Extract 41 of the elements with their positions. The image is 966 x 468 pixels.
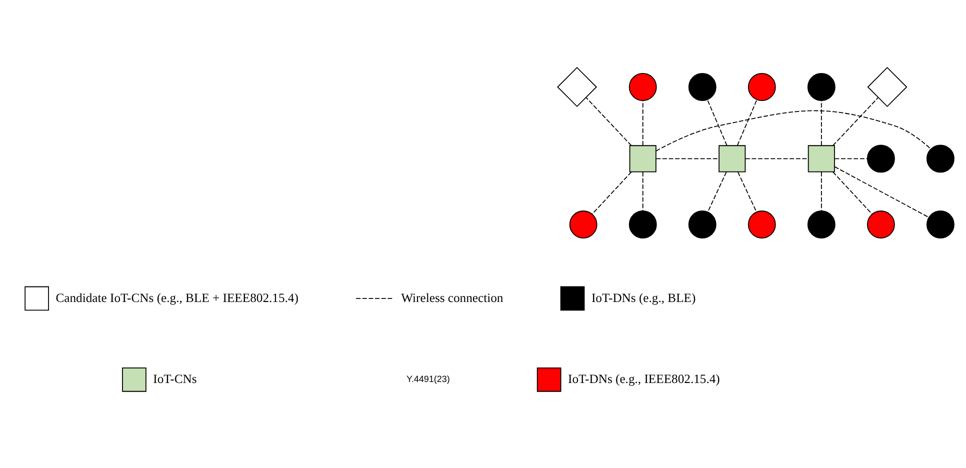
connector <box>832 97 879 146</box>
legend-label: Wireless connection <box>401 290 504 305</box>
node-diamond <box>557 66 598 108</box>
node-box <box>629 145 656 172</box>
node-box <box>808 145 835 172</box>
legend-label: Candidate IoT-CNs (e.g., BLE + IEEE802.15.4) <box>56 290 298 305</box>
node-diamond <box>867 66 908 108</box>
connector <box>642 100 644 146</box>
label: Y.4491(23) <box>406 374 450 384</box>
connector <box>832 172 872 214</box>
node-circle <box>807 210 836 238</box>
connector <box>586 97 632 146</box>
connector <box>820 172 822 212</box>
node-circle <box>688 73 716 101</box>
legend-label: IoT-CNs <box>153 372 197 386</box>
connector <box>737 172 757 212</box>
node-circle <box>866 144 895 173</box>
legend-label: IoT-DNs (e.g., BLE) <box>591 290 696 305</box>
connector <box>707 172 727 212</box>
connector <box>834 158 868 160</box>
node-circle <box>628 210 657 238</box>
legend-label: IoT-DNs (e.g., IEEE802.15.4) <box>568 372 720 386</box>
node-circle <box>628 73 657 101</box>
node-circle <box>688 210 716 238</box>
connector <box>656 110 932 152</box>
connector <box>744 158 808 160</box>
connector <box>706 99 728 146</box>
node-circle <box>926 144 954 173</box>
connector <box>834 166 930 218</box>
connector <box>656 158 720 160</box>
connector <box>592 172 632 214</box>
node-circle <box>866 210 895 238</box>
node-circle <box>569 210 598 238</box>
node-circle <box>926 210 954 238</box>
node-circle <box>748 73 776 101</box>
node-circle <box>748 210 776 238</box>
connector <box>642 172 644 212</box>
connector <box>820 100 822 146</box>
connector <box>736 99 758 146</box>
node-box <box>718 145 746 172</box>
node-circle <box>807 73 836 101</box>
